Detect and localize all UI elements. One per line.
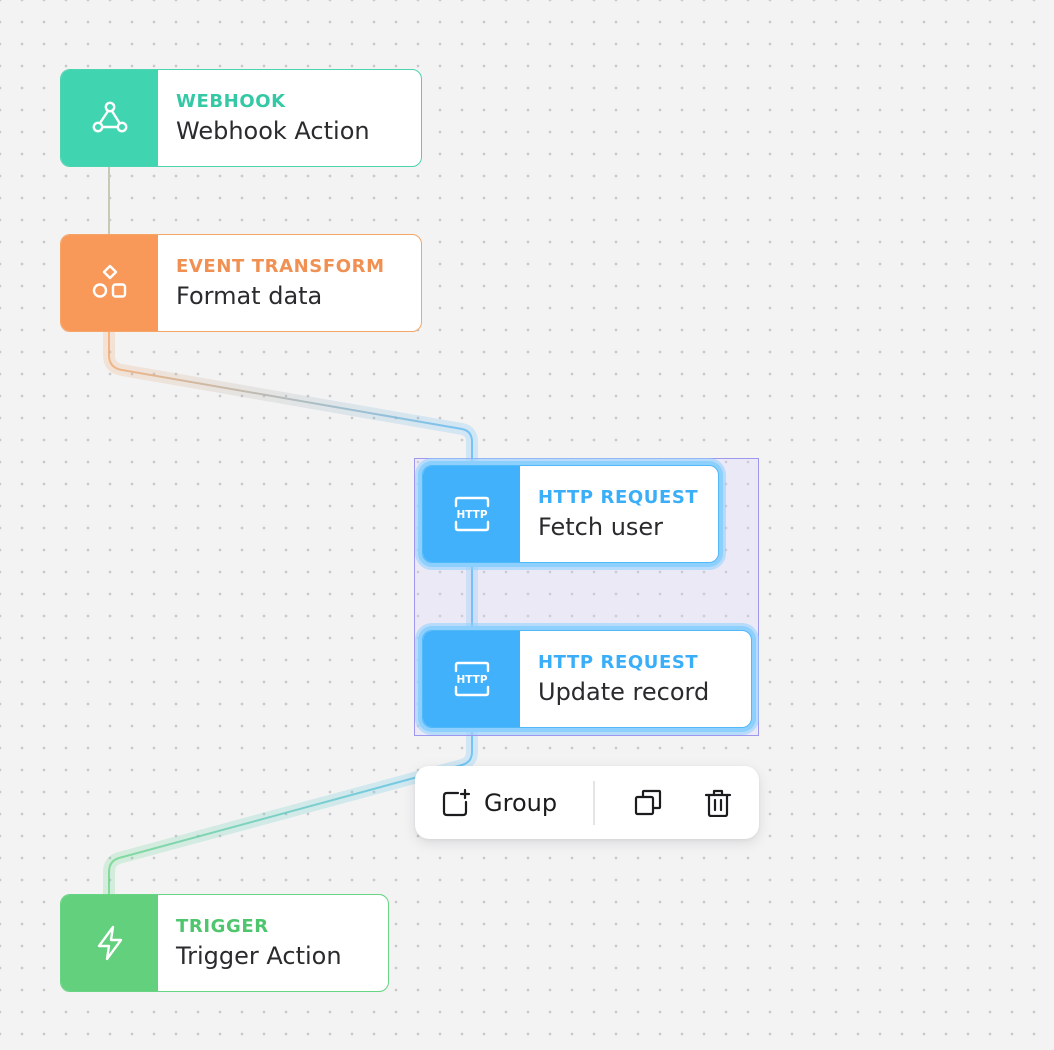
node-icon-box xyxy=(61,235,158,331)
group-button-label: Group xyxy=(484,788,558,817)
toolbar-divider xyxy=(593,780,595,825)
add-group-icon xyxy=(442,788,471,816)
node-title: Update record xyxy=(538,678,710,706)
node-title: Fetch user xyxy=(538,513,664,541)
node-title: Trigger Action xyxy=(176,942,342,970)
node-event-transform[interactable]: EVENT TRANSFORM Format data xyxy=(60,234,422,332)
node-icon-box xyxy=(61,70,158,166)
edge-update-trigger[interactable] xyxy=(103,728,478,894)
group-button[interactable]: Group xyxy=(441,788,557,818)
webhook-icon xyxy=(92,101,127,133)
node-webhook[interactable]: WEBHOOK Webhook Action xyxy=(60,69,422,167)
node-type-label: WEBHOOK xyxy=(176,91,286,112)
lightning-icon xyxy=(97,925,122,961)
delete-button[interactable] xyxy=(703,788,733,818)
shapes-icon xyxy=(92,264,126,298)
http-icon: HTTP xyxy=(454,496,489,532)
http-icon-text: HTTP xyxy=(456,674,487,686)
node-icon-box xyxy=(61,895,158,991)
duplicate-icon xyxy=(634,789,661,815)
http-icon: HTTP xyxy=(454,661,489,697)
edge-transform-fetch[interactable] xyxy=(103,332,478,465)
node-type-label: EVENT TRANSFORM xyxy=(176,256,385,277)
node-http-fetch-user[interactable]: HTTP HTTP REQUEST Fetch user xyxy=(422,465,719,563)
duplicate-button[interactable] xyxy=(633,788,663,818)
node-http-update-record[interactable]: HTTP HTTP REQUEST Update record xyxy=(422,630,752,728)
http-icon-text: HTTP xyxy=(456,509,487,521)
node-icon-box: HTTP xyxy=(423,631,520,727)
trash-icon xyxy=(704,789,731,817)
node-title: Webhook Action xyxy=(176,117,370,145)
selection-toolbar: Group xyxy=(415,766,759,839)
node-trigger[interactable]: TRIGGER Trigger Action xyxy=(60,894,389,992)
node-title: Format data xyxy=(176,282,323,310)
node-type-label: HTTP REQUEST xyxy=(538,652,699,673)
node-icon-box: HTTP xyxy=(423,466,520,562)
node-type-label: HTTP REQUEST xyxy=(538,487,699,508)
node-type-label: TRIGGER xyxy=(176,916,269,937)
